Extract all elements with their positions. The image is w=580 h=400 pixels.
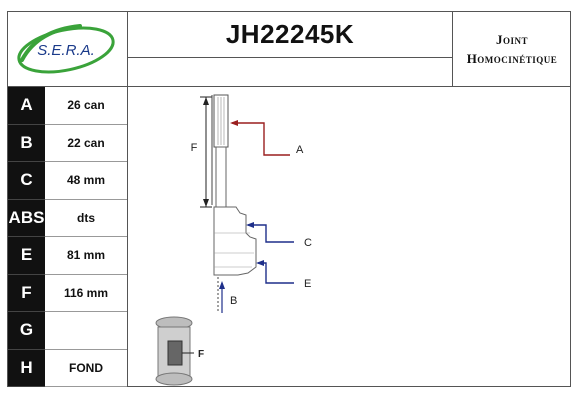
spec-row-e: E 81 mm xyxy=(8,237,127,275)
logo-leaf xyxy=(20,24,82,62)
logo-text: S.E.R.A. xyxy=(37,42,95,59)
spec-value: 81 mm xyxy=(45,237,127,275)
shaft-neck xyxy=(215,146,227,208)
spec-value: dts xyxy=(45,200,127,237)
spec-value: FOND xyxy=(45,350,127,387)
label-a: A xyxy=(296,144,304,156)
dimension-f-arrow-up xyxy=(203,97,209,105)
title-sub-cell xyxy=(128,58,453,87)
label-b: B xyxy=(230,295,237,307)
spec-value: 22 can xyxy=(45,125,127,162)
spec-key: ABS xyxy=(8,199,45,237)
leader-a-arrow xyxy=(230,120,238,126)
spec-value xyxy=(45,312,127,350)
thumb-cup-bottom xyxy=(155,372,193,386)
label-c: C xyxy=(304,237,312,249)
spec-row-g: G xyxy=(8,312,127,350)
spec-key: A xyxy=(8,87,45,125)
leader-e-arrow xyxy=(256,260,264,266)
leader-e xyxy=(258,262,294,284)
joint-diagram: F B A C xyxy=(128,87,571,387)
spec-value: 116 mm xyxy=(45,275,127,312)
leader-c xyxy=(248,224,294,243)
thumb-label: F xyxy=(198,349,204,360)
sera-logo: S.E.R.A. xyxy=(17,24,115,74)
arrow-b-head xyxy=(219,281,225,289)
spec-row-b: B 22 can xyxy=(8,124,127,162)
spec-key: C xyxy=(8,162,45,200)
spec-table: A 26 can B 22 can C 48 mm ABS dts E 81 m… xyxy=(8,87,128,387)
label-e: E xyxy=(304,278,311,290)
product-type-line-1: Joint xyxy=(495,32,528,47)
spec-value: 48 mm xyxy=(45,162,127,200)
spec-key: F xyxy=(8,274,45,312)
spec-key: E xyxy=(8,237,45,275)
spec-key: B xyxy=(8,124,45,162)
product-type-cell: Joint Homocinétique xyxy=(453,12,571,87)
joint-diagram-svg: F B A C xyxy=(155,94,312,386)
spec-row-a: A 26 can xyxy=(8,87,127,125)
dimension-f-arrow-down xyxy=(203,199,209,207)
spec-value: 26 can xyxy=(45,87,127,125)
leader-a xyxy=(232,122,290,156)
product-type-line-2: Homocinétique xyxy=(466,51,558,66)
product-sheet: S.E.R.A. JH22245K Joint Homocinétique A … xyxy=(7,11,571,387)
spec-key: H xyxy=(8,349,45,387)
part-number: JH22245K xyxy=(225,19,355,49)
spec-row-c: C 48 mm xyxy=(8,162,127,200)
spec-row-f: F 116 mm xyxy=(8,274,127,312)
leader-c-arrow xyxy=(246,222,254,228)
label-f: F xyxy=(191,142,198,154)
thumb-cage xyxy=(167,340,183,366)
spec-row-h: H FOND xyxy=(8,349,127,387)
spec-key: G xyxy=(8,312,45,350)
brand-logo-cell: S.E.R.A. xyxy=(8,12,128,87)
spec-row-abs: ABS dts xyxy=(8,199,127,237)
joint-thumbnail: F xyxy=(155,316,204,386)
joint-body xyxy=(213,206,257,276)
title-cell: JH22245K xyxy=(128,12,453,58)
